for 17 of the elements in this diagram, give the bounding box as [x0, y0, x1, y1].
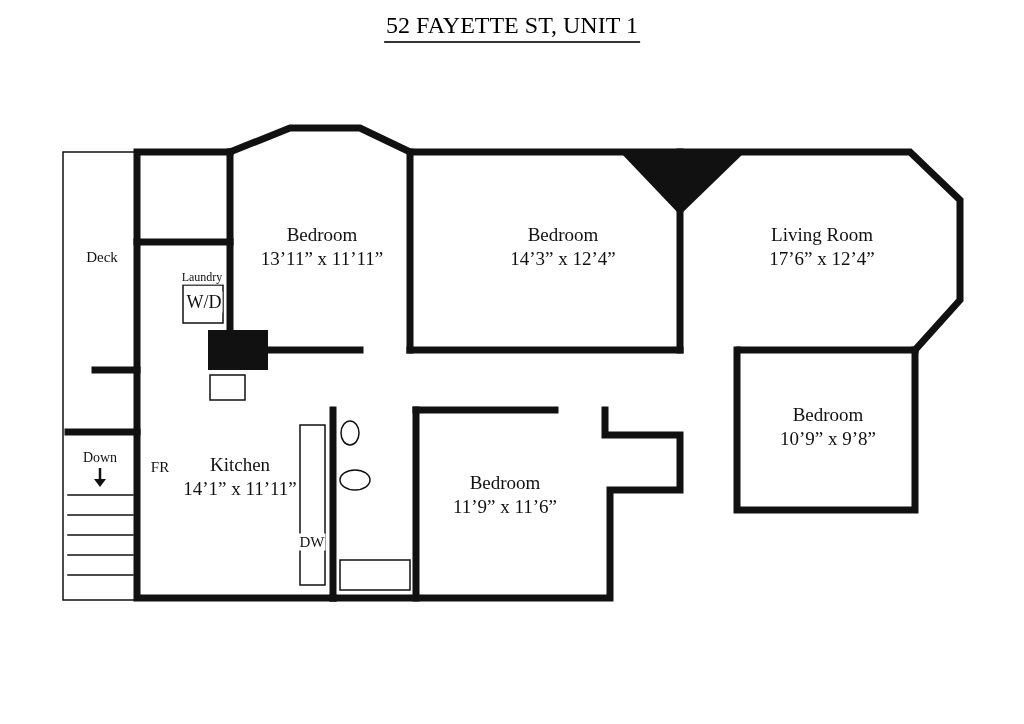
room-name: Bedroom: [468, 471, 542, 495]
room-dimensions: 10’9” x 9’8”: [780, 427, 876, 451]
area-label: Laundry: [180, 269, 224, 285]
room-dimensions: 11’9” x 11’6”: [452, 495, 558, 519]
room-name: Deck: [86, 248, 118, 267]
room-name: Bedroom: [285, 223, 359, 247]
room-name: Bedroom: [791, 403, 865, 427]
room-dimensions: 14’3” x 12’4”: [510, 247, 616, 271]
room-dimensions: 17’6” x 12’4”: [769, 247, 875, 271]
title: 52 FAYETTE ST, UNIT 1: [384, 12, 640, 43]
room-name: Living Room: [770, 223, 874, 247]
appliance-label: DW: [298, 533, 326, 551]
room-name: Bedroom: [526, 223, 600, 247]
room-dimensions: 14’1” x 11’11”: [183, 477, 297, 501]
appliance-label: W/D: [185, 291, 223, 313]
room-dimensions: 13’11” x 11’11”: [260, 247, 384, 271]
room-name: Kitchen: [208, 453, 272, 477]
